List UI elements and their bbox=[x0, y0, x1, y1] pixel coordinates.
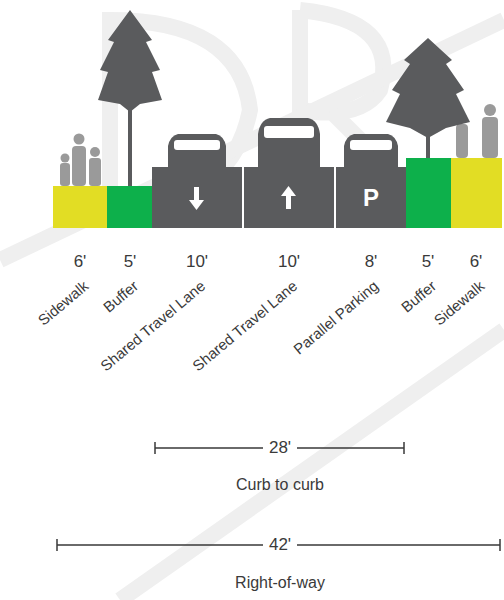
sidewalk-band bbox=[451, 158, 502, 228]
dimension-value: 6' bbox=[74, 252, 87, 272]
parking-symbol: P bbox=[363, 186, 379, 210]
element-name: Buffer bbox=[398, 277, 440, 316]
dimension-caption: Right-of-way bbox=[235, 574, 325, 592]
dimension-value: 10' bbox=[186, 252, 208, 272]
dimension-value: 6' bbox=[470, 252, 483, 272]
buffer-band bbox=[406, 158, 451, 228]
element-name: Sidewalk bbox=[34, 277, 91, 329]
dimension-value: 5' bbox=[422, 252, 435, 272]
element-name: Parallel Parking bbox=[290, 277, 382, 358]
sidewalk-band bbox=[53, 186, 107, 228]
car bbox=[168, 118, 398, 167]
travel-lane-band bbox=[244, 167, 334, 228]
watermark bbox=[0, 10, 504, 600]
element-name: Buffer bbox=[100, 277, 142, 316]
element-name: Sidewalk bbox=[430, 277, 487, 329]
dimension-value: 10' bbox=[278, 252, 300, 272]
dimension-value: 42' bbox=[263, 535, 297, 555]
travel-lane-band bbox=[152, 167, 242, 228]
dimension-caption: Curb to curb bbox=[236, 476, 324, 494]
dimension-value: 5' bbox=[124, 252, 137, 272]
buffer-band bbox=[107, 186, 152, 228]
parking-lane: P bbox=[336, 167, 406, 228]
dimension-value: 28' bbox=[263, 438, 297, 458]
dimension-value: 8' bbox=[365, 252, 378, 272]
lane-arrow bbox=[189, 186, 296, 210]
